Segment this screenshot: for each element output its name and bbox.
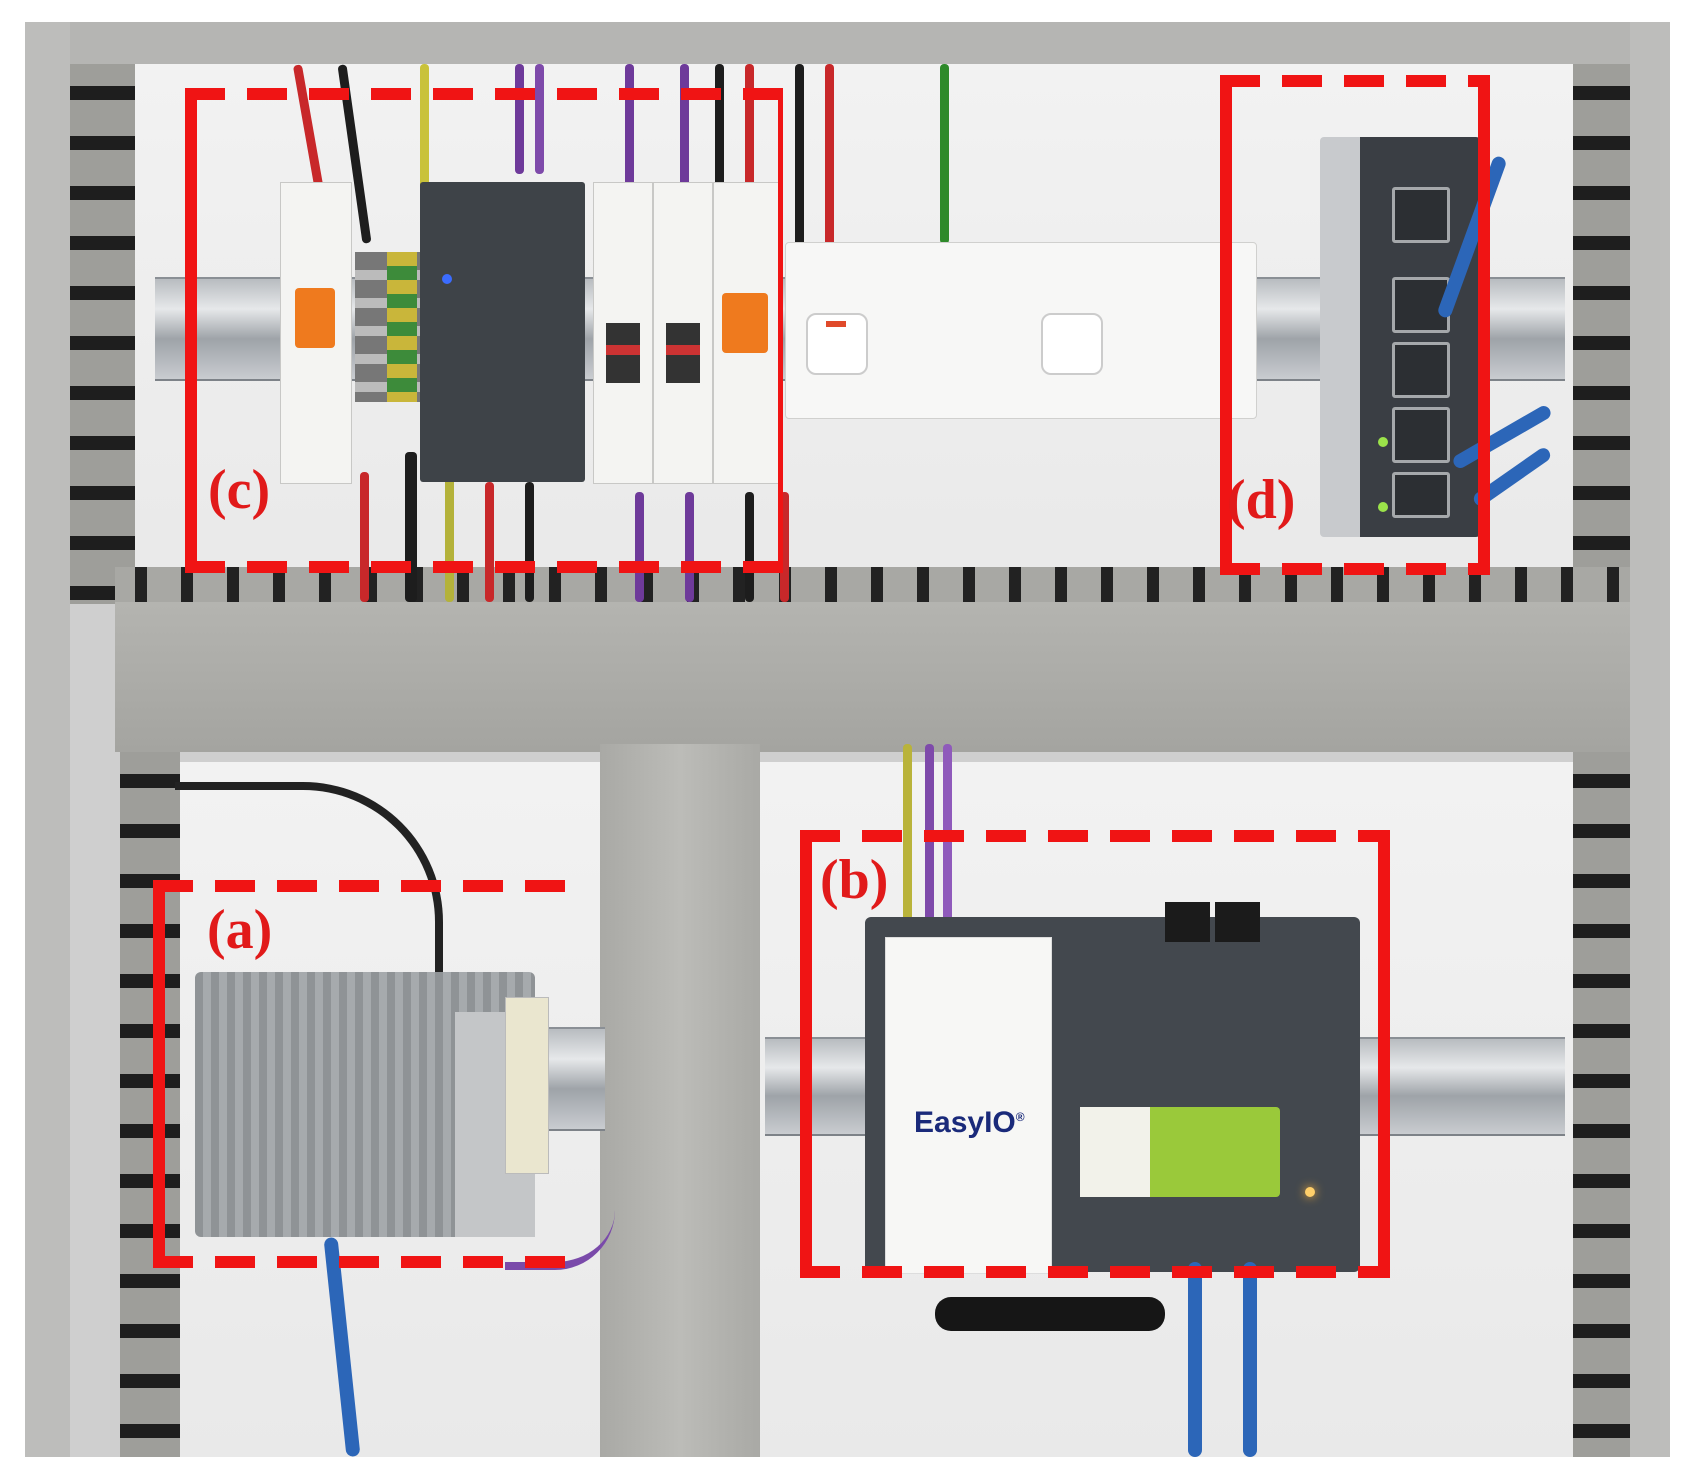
horizontal-duct-cover (115, 602, 1630, 752)
label-c: (c) (208, 459, 271, 521)
cabinet-right-frame (1630, 22, 1670, 1457)
double-power-outlet (785, 242, 1257, 419)
wire-green (940, 64, 949, 244)
ethernet-cable (1188, 1262, 1202, 1457)
label-d: (d) (1227, 469, 1296, 531)
cabinet-left-frame (25, 22, 70, 1457)
label-b: (b) (820, 849, 889, 911)
right-upper-duct (1573, 64, 1630, 604)
cabinet-top-frame (25, 22, 1670, 64)
outlet-switch-1 (806, 313, 868, 375)
annotation-box-a (153, 880, 578, 1268)
right-lower-duct (1573, 752, 1630, 1457)
vertical-center-duct (600, 744, 760, 1457)
annotation-box-c (185, 88, 790, 573)
annotation-box-d (1220, 75, 1490, 575)
ethernet-cable (1243, 1262, 1257, 1457)
left-upper-duct (70, 64, 135, 604)
label-a: (a) (207, 899, 273, 961)
annotation-box-b (800, 830, 1390, 1278)
wire-black (795, 64, 804, 264)
wire-red (825, 64, 834, 264)
control-panel-photo: EasyIO® (c) (d) (a) (b) (25, 22, 1670, 1457)
wifi-antenna (935, 1297, 1165, 1331)
outlet-switch-2 (1041, 313, 1103, 375)
